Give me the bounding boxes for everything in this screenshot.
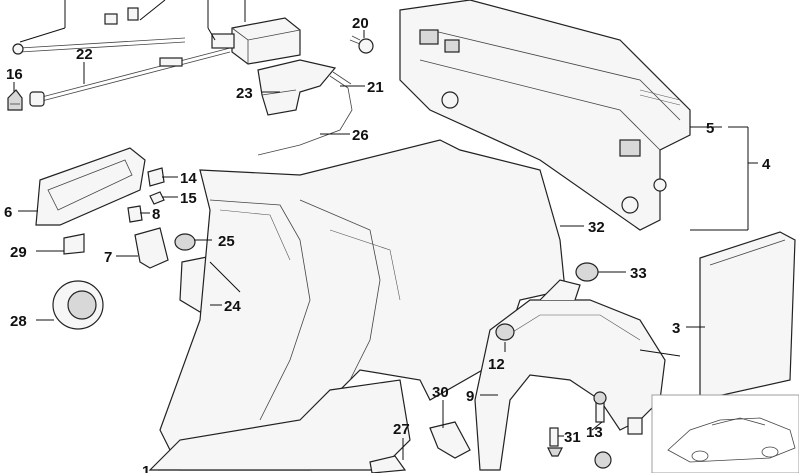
leader-lines <box>13 0 758 471</box>
cable-22 <box>29 47 231 107</box>
panel-3 <box>699 231 796 401</box>
actuator-motor <box>211 17 301 65</box>
bracket-27 <box>369 455 407 473</box>
cable-upper <box>12 7 186 55</box>
callout-9: 9 <box>466 388 474 405</box>
callout-23: 23 <box>236 85 253 102</box>
callout-8: 8 <box>152 206 160 223</box>
bracket-7 <box>134 227 169 269</box>
callout-5: 5 <box>706 120 714 137</box>
callout-labels: 16 22 20 21 23 26 5 4 14 15 8 6 29 7 25 … <box>4 15 771 473</box>
callout-29: 29 <box>10 244 27 261</box>
clip-14 <box>147 167 165 187</box>
callout-30: 30 <box>432 384 449 401</box>
callout-6: 6 <box>4 204 12 221</box>
rubber-29 <box>63 233 85 255</box>
callout-4: 4 <box>762 156 771 173</box>
rear-panel <box>399 0 691 231</box>
callout-32: 32 <box>588 219 605 236</box>
callout-27: 27 <box>393 421 410 438</box>
callout-33: 33 <box>630 265 647 282</box>
grommet-12 <box>495 323 515 341</box>
callout-15: 15 <box>180 190 197 207</box>
side-panel <box>148 139 566 471</box>
bolt-13 <box>593 391 607 423</box>
callout-7: 7 <box>104 249 112 266</box>
callout-28: 28 <box>10 313 27 330</box>
car-thumbnail <box>651 394 799 473</box>
callout-24: 24 <box>224 298 241 315</box>
callout-20: 20 <box>352 15 369 32</box>
callout-12: 12 <box>488 356 505 373</box>
bracket-23 <box>257 59 337 116</box>
plug-16 <box>7 89 23 111</box>
grommet-25 <box>174 233 196 251</box>
callout-25: 25 <box>218 233 235 250</box>
bracket-30 <box>429 421 471 459</box>
screw-20 <box>349 35 374 54</box>
sleeve-28 <box>52 280 104 330</box>
callout-3: 3 <box>672 320 680 337</box>
callout-26: 26 <box>352 127 369 144</box>
callout-31: 31 <box>564 429 581 446</box>
callout-22: 22 <box>76 46 93 63</box>
clip-15 <box>149 191 165 205</box>
grommet-33 <box>575 262 599 282</box>
callout-16: 16 <box>6 66 23 83</box>
clip-small <box>627 417 643 435</box>
nut-13b <box>594 451 612 469</box>
wheel-arch-9 <box>474 279 666 471</box>
callout-13: 13 <box>586 424 603 441</box>
clip-8 <box>127 205 143 223</box>
clip-31 <box>547 427 563 457</box>
callout-14: 14 <box>180 170 197 187</box>
fuel-flap-6 <box>35 147 146 226</box>
callout-21: 21 <box>367 79 384 96</box>
callout-1: 1 <box>142 463 150 473</box>
